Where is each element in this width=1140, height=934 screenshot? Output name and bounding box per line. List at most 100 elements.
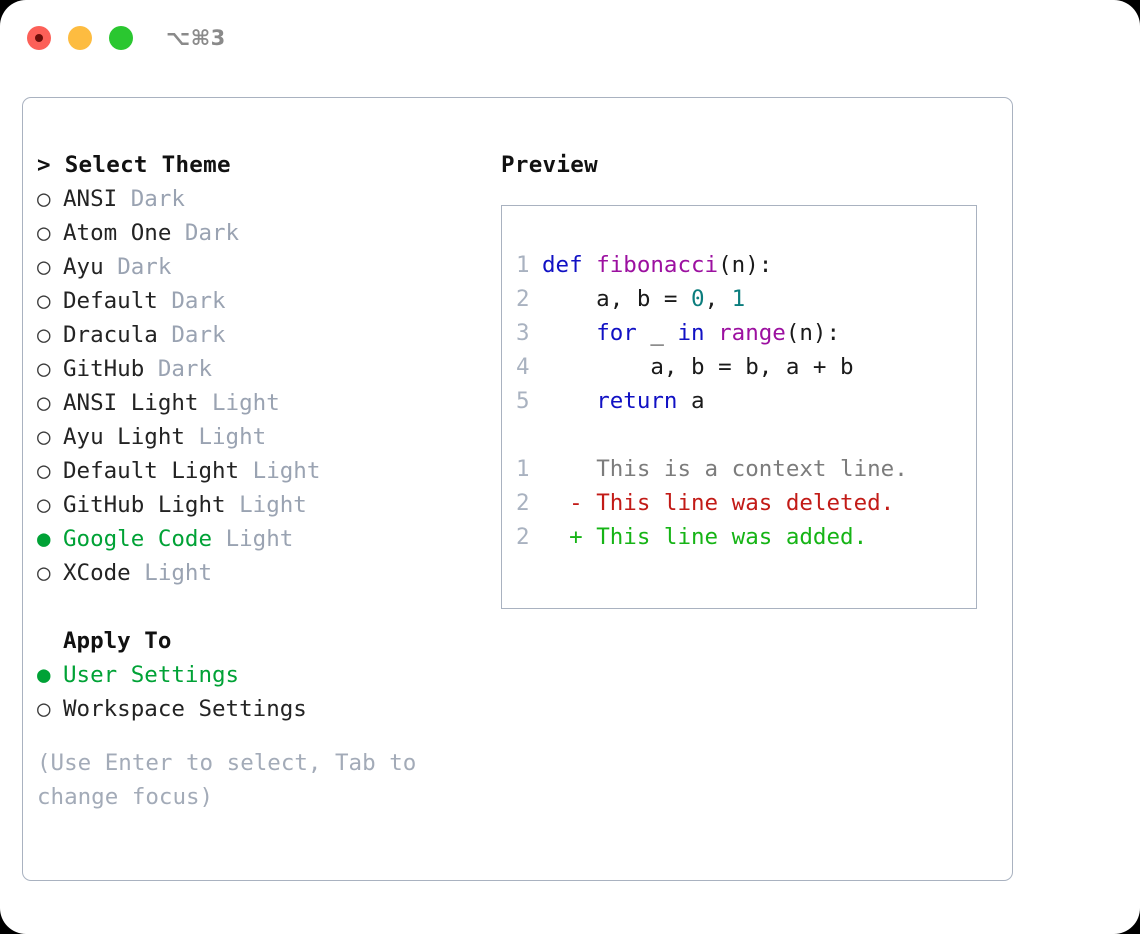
line-number: 2: [516, 524, 530, 550]
code-token: for: [596, 320, 637, 346]
help-hint-text: (Use Enter to select, Tab to change focu…: [37, 750, 430, 810]
radio-unselected-icon: ○: [37, 560, 51, 586]
theme-option-variant: Dark: [157, 356, 213, 382]
code-token: 0: [691, 286, 705, 312]
theme-option-label: Ayu Light: [63, 424, 185, 450]
code-token: in: [677, 320, 705, 346]
theme-option-variant: Dark: [171, 288, 226, 314]
code-token: return: [596, 388, 678, 414]
theme-option-variant: Light: [252, 458, 321, 484]
apply-to-options: ● User Settings ○ Workspace Settings: [37, 658, 487, 726]
close-button[interactable]: [27, 26, 51, 50]
radio-unselected-icon: ○: [37, 458, 51, 484]
keyboard-shortcut-label: ⌥⌘3: [166, 26, 226, 50]
theme-option-dracula[interactable]: ○ Dracula Dark: [37, 318, 487, 352]
theme-option-github-light[interactable]: ○GitHub Light Light: [37, 488, 487, 522]
radio-unselected-icon: ○: [37, 390, 51, 416]
theme-option-xcode[interactable]: ○ XCode Light: [37, 556, 487, 590]
diff-text: This is a context line.: [596, 456, 908, 482]
minimize-button[interactable]: [68, 26, 92, 50]
code-token: (n):: [785, 320, 841, 346]
theme-option-default-light[interactable]: ○ Default Light Light: [37, 454, 487, 488]
theme-option-ansi[interactable]: ○ ANSI Dark: [37, 182, 487, 216]
radio-unselected-icon: ○: [37, 356, 51, 382]
preview-title: Preview: [501, 152, 598, 178]
line-number: 2: [516, 286, 530, 312]
code-line: 3 for _ in range(n):: [516, 316, 976, 350]
diff-text: This line was added.: [596, 524, 868, 550]
code-line: 2 a, b = 0, 1: [516, 282, 976, 316]
diff-text: This line was deleted.: [596, 490, 895, 516]
code-token: 1: [731, 286, 746, 312]
diff-sample: 1 This is a context line.2 - This line w…: [516, 452, 976, 554]
apply-to-option-user-settings[interactable]: ● User Settings: [37, 658, 487, 692]
diff-line-del: 2 - This line was deleted.: [516, 486, 976, 520]
diff-line-ctx: 1 This is a context line.: [516, 452, 976, 486]
radio-selected-icon: ●: [37, 526, 51, 552]
theme-option-variant: Dark: [184, 220, 240, 246]
radio-unselected-icon: ○: [37, 220, 51, 246]
code-token: ,: [704, 286, 732, 312]
theme-option-label: XCode: [63, 560, 131, 586]
theme-option-google-code[interactable]: ●Google Code Light: [37, 522, 487, 556]
code-token: _: [636, 320, 678, 346]
theme-option-ayu[interactable]: ○ Ayu Dark: [37, 250, 487, 284]
theme-option-variant: Dark: [171, 322, 226, 348]
maximize-button[interactable]: [109, 26, 133, 50]
theme-option-variant: Dark: [130, 186, 185, 212]
code-token: a, b = b, a + b: [542, 354, 854, 380]
code-token: [542, 388, 596, 414]
theme-option-atom-one[interactable]: ○Atom One Dark: [37, 216, 487, 250]
theme-option-label: Default: [63, 288, 158, 314]
theme-option-ayu-light[interactable]: ○ Ayu Light Light: [37, 420, 487, 454]
theme-option-label: Default Light: [63, 458, 240, 484]
code-token: range: [718, 320, 786, 346]
theme-list: ○ANSI Dark○Atom One Dark○Ayu Dark○Defaul…: [37, 182, 487, 590]
diff-marker: +: [569, 524, 597, 550]
apply-to-option-label: Workspace Settings: [63, 696, 307, 722]
code-token: a: [677, 388, 705, 414]
theme-option-label: ANSI: [63, 186, 118, 212]
theme-option-label: Google Code: [63, 526, 213, 552]
main-panel: > Select Theme ○ANSI Dark○Atom One Dark○…: [22, 97, 1013, 881]
line-number: 1: [516, 252, 530, 278]
theme-option-label: Dracula: [63, 322, 158, 348]
theme-option-variant: Light: [212, 390, 280, 416]
line-number: 3: [516, 320, 530, 346]
radio-unselected-icon: ○: [37, 424, 51, 450]
radio-selected-icon: ●: [37, 662, 51, 688]
radio-unselected-icon: ○: [37, 288, 51, 314]
list-spacer: [37, 590, 487, 624]
code-token: def: [542, 252, 597, 278]
line-number: 1: [516, 456, 530, 482]
radio-unselected-icon: ○: [37, 696, 51, 722]
code-token: a, b =: [542, 286, 692, 312]
line-number: 5: [516, 388, 530, 414]
title-bar: ⌥⌘3: [0, 0, 1140, 78]
line-number: 2: [516, 490, 530, 516]
apply-to-option-workspace-settings[interactable]: ○ Workspace Settings: [37, 692, 487, 726]
theme-option-default[interactable]: ○ Default Dark: [37, 284, 487, 318]
diff-marker: [569, 456, 596, 482]
diff-line-add: 2 + This line was added.: [516, 520, 976, 554]
code-line: 5 return a: [516, 384, 976, 418]
theme-option-variant: Light: [239, 492, 307, 518]
apply-to-heading: Apply To: [63, 628, 172, 654]
radio-unselected-icon: ○: [37, 186, 51, 212]
code-token: (n):: [718, 252, 773, 278]
theme-option-label: Ayu: [63, 254, 104, 280]
theme-option-variant: Dark: [117, 254, 172, 280]
radio-unselected-icon: ○: [37, 322, 51, 348]
theme-option-variant: Light: [144, 560, 213, 586]
radio-unselected-icon: ○: [37, 254, 51, 280]
theme-option-label: ANSI Light: [63, 390, 199, 416]
theme-option-github[interactable]: ○GitHub Dark: [37, 352, 487, 386]
theme-option-variant: Light: [198, 424, 267, 450]
apply-to-option-label: User Settings: [63, 662, 240, 688]
code-line: 4 a, b = b, a + b: [516, 350, 976, 384]
theme-option-ansi-light[interactable]: ○ ANSI Light Light: [37, 386, 487, 420]
